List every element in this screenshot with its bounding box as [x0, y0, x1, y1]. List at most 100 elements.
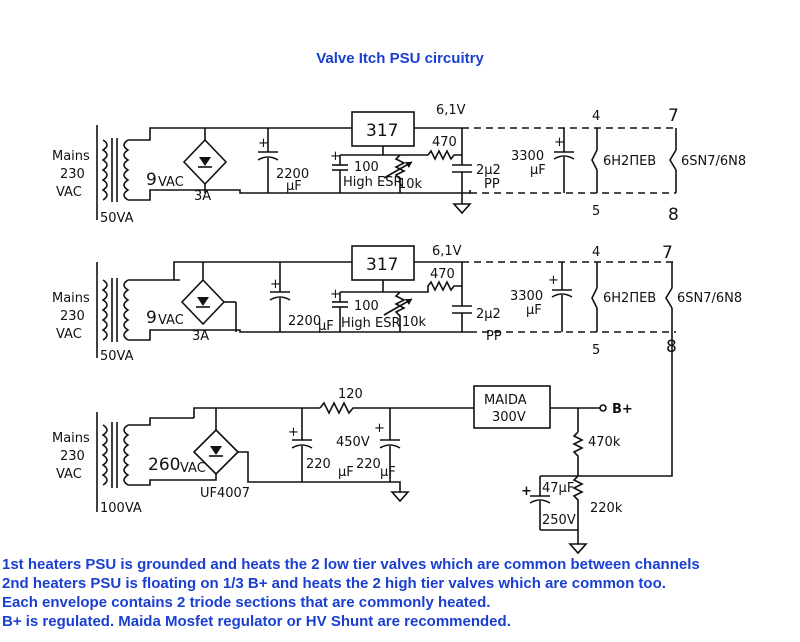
psu2-cap2-value: 100	[354, 299, 379, 314]
psu1-cap1-value: 2200	[276, 167, 309, 182]
psu1-valve2: 6SN7/6N8	[681, 154, 746, 169]
psu3-div-top-resistor	[572, 431, 584, 476]
psu3-cap2-value: 220	[356, 457, 381, 472]
psu3-regulator	[473, 385, 551, 429]
psu3-regulator-voltage: 300V	[492, 410, 526, 425]
svg-text:+: +	[258, 136, 269, 151]
psu2-bridge-label: 3A	[192, 329, 209, 344]
psu2-pin-bot1: 5	[592, 343, 600, 358]
psu3-div-ground-icon	[568, 543, 588, 555]
psu1-cap2-value: 100	[354, 160, 379, 175]
psu3-cap-voltage: 450V	[336, 435, 370, 450]
psu3-div-bot-resistor	[572, 475, 584, 530]
psu2-cap2-note: High ESR	[341, 316, 401, 331]
psu2-circuit: Mains 230 VAC 50VA 9 VAC 3A	[52, 243, 742, 477]
psu3-div-top-label: 470k	[588, 435, 621, 450]
psu2-primary-coil	[101, 279, 108, 341]
svg-text:+: +	[288, 425, 299, 440]
psu3-bridge-label: UF4007	[200, 486, 250, 501]
psu2-cap1-unit: µF	[318, 319, 334, 334]
psu2-secondary-coil	[123, 279, 130, 341]
psu1-output-voltage: 6,1V	[436, 103, 466, 118]
psu1-primary-coil	[101, 139, 108, 201]
psu1-secondary-voltage: 9	[146, 170, 157, 190]
psu1-mains-voltage: 230	[60, 167, 85, 182]
psu3-secondary-voltage: 260	[148, 455, 180, 475]
psu1-cap3-note: PP	[484, 177, 500, 192]
psu3-resistor-label: 120	[338, 387, 363, 402]
psu2-regulator-label: 317	[366, 255, 398, 275]
psu1-cap1-unit: µF	[286, 179, 302, 194]
psu3-cap2-unit: µF	[380, 465, 396, 480]
psu2-transformer-va: 50VA	[100, 349, 134, 364]
psu1-cap4-value: 3300	[511, 149, 544, 164]
psu3-resistor	[319, 401, 474, 415]
svg-text:+: +	[521, 484, 532, 499]
psu3-div-cap-value: 47µF	[542, 481, 574, 496]
psu1-cap2-note: High ESR	[343, 175, 403, 190]
psu3-output-terminal	[599, 404, 607, 412]
psu2-output-voltage: 6,1V	[432, 244, 462, 259]
psu3-mains-label: Mains	[52, 431, 90, 446]
psu1-mains-unit: VAC	[56, 185, 82, 200]
psu3-secondary-coil	[123, 424, 130, 486]
psu1-pot-value: 10k	[398, 177, 423, 192]
psu1-circuit: Mains 230 VAC 50VA 9 VAC 3A	[52, 103, 746, 226]
psu1-pin-top2: 7	[668, 106, 679, 126]
psu3-ground-icon	[390, 491, 410, 503]
psu3-mains-voltage: 230	[60, 449, 85, 464]
psu1-pin-bot2: 8	[668, 205, 679, 225]
svg-text:+: +	[554, 135, 565, 150]
psu2-mains-label: Mains	[52, 291, 90, 306]
psu1-resistor-label: 470	[432, 135, 457, 150]
psu1-cap3-value: 2µ2	[476, 163, 501, 178]
psu3-div-cap-voltage: 250V	[542, 513, 576, 528]
psu1-bridge-label: 3A	[194, 189, 211, 204]
diagram-title: Valve Itch PSU circuitry	[316, 50, 484, 67]
psu2-cap4-unit: µF	[526, 303, 542, 318]
psu1-ground-icon	[452, 203, 472, 215]
svg-text:+: +	[270, 277, 281, 292]
psu1-pin-top1: 4	[592, 109, 600, 124]
psu3-cap1-value: 220	[306, 457, 331, 472]
psu2-cap1-value: 2200	[288, 314, 321, 329]
psu3-mains-unit: VAC	[56, 467, 82, 482]
psu2-mains-voltage: 230	[60, 309, 85, 324]
psu3-output-label: B+	[612, 402, 633, 417]
psu2-pot-value: 10k	[402, 315, 427, 330]
psu3-cap1-unit: µF	[338, 465, 354, 480]
psu1-transformer-va: 50VA	[100, 211, 134, 226]
psu3-secondary-unit: VAC	[180, 461, 206, 476]
psu3-regulator-name: MAIDA	[484, 393, 527, 408]
psu2-pin-top1: 4	[592, 245, 600, 260]
note-line-2: 2nd heaters PSU is floating on 1/3 B+ an…	[2, 575, 666, 592]
psu1-secondary-coil	[123, 139, 130, 201]
psu3-transformer-va: 100VA	[100, 501, 142, 516]
psu2-secondary-unit: VAC	[158, 313, 184, 328]
psu2-resistor-label: 470	[430, 267, 455, 282]
psu1-cap4-unit: µF	[530, 163, 546, 178]
notes-block: 1st heaters PSU is grounded and heats th…	[2, 555, 800, 631]
psu3-div-bot-label: 220k	[590, 501, 623, 516]
psu1-secondary-unit: VAC	[158, 175, 184, 190]
svg-text:+: +	[548, 273, 559, 288]
note-line-1: 1st heaters PSU is grounded and heats th…	[2, 556, 700, 573]
psu2-cap3-value: 2µ2	[476, 307, 501, 322]
psu2-pin-top2: 7	[662, 243, 673, 263]
svg-text:+: +	[330, 287, 341, 302]
svg-text:+: +	[374, 421, 385, 436]
psu2-bridge-rectifier	[180, 278, 226, 326]
psu3-primary-coil	[101, 424, 108, 486]
svg-text:+: +	[330, 149, 341, 164]
psu2-mains-unit: VAC	[56, 327, 82, 342]
psu1-mains-label: Mains	[52, 149, 90, 164]
psu2-valve2: 6SN7/6N8	[677, 291, 742, 306]
psu1-valve1: 6H2ПEB	[603, 154, 656, 169]
psu1-pin-bot1: 5	[592, 204, 600, 219]
psu2-secondary-voltage: 9	[146, 308, 157, 328]
psu2-valve1: 6H2ПEB	[603, 291, 656, 306]
note-line-3: Each envelope contains 2 triode sections…	[2, 594, 491, 611]
psu3-circuit: Mains 230 VAC 100VA 260 VAC UF4007 120	[52, 385, 633, 555]
